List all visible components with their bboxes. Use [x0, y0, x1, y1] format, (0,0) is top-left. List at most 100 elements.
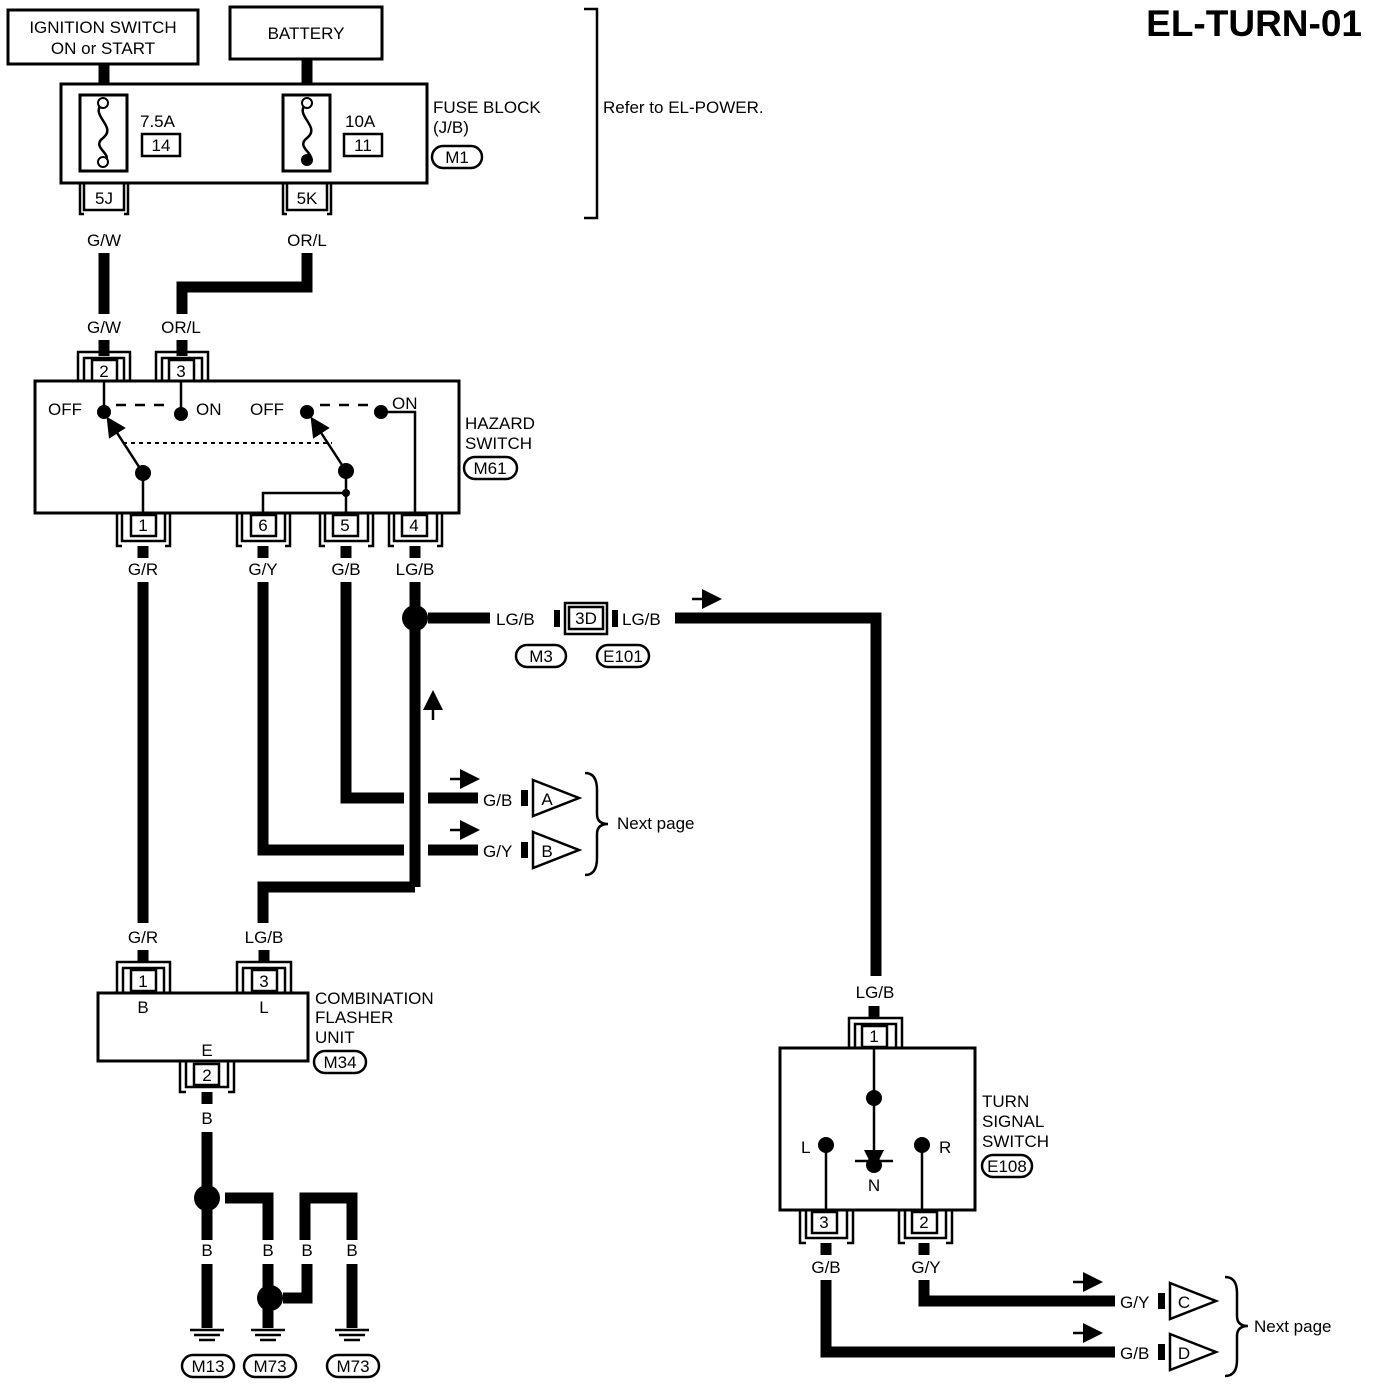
turn-neutral-contact [866, 1157, 882, 1173]
next-page-text-1: Next page [617, 814, 695, 833]
combination-flasher-unit: 1 3 B L E 2 [96, 960, 310, 1094]
ignition-switch-source: IGNITION SWITCH ON or START [6, 8, 200, 66]
turn-common-contact [866, 1090, 882, 1106]
hazard-on-left: ON [196, 400, 222, 419]
ground-badge-3 [325, 1353, 381, 1379]
ground-badge-2 [242, 1353, 298, 1379]
turn-pos-r: R [939, 1138, 951, 1157]
flasher-connector: M34 [323, 1053, 356, 1072]
wire-label-gy-next2: G/Y [1120, 1293, 1149, 1312]
svg-text:B: B [541, 842, 552, 861]
hazard-switch: 2 3 OFF ON OFF ON 1 6 [33, 350, 461, 548]
hazard-off-right: OFF [250, 400, 284, 419]
flasher-label-line2: FLASHER [315, 1008, 393, 1027]
wire-label-gb-upper: G/B [331, 560, 360, 579]
wire-label-gy-next: G/Y [483, 842, 512, 861]
next-page-marker-b: B [531, 830, 583, 870]
battery-label: BATTERY [268, 24, 345, 43]
wire-label-gb-turn: G/B [811, 1258, 840, 1277]
wire-label-b-ground1: B [201, 1241, 212, 1260]
wire-label-b-ground4: B [346, 1241, 357, 1260]
hazard-left-off-contact [97, 405, 111, 419]
hazard-left-on-contact [174, 407, 188, 421]
turn-pos-l: L [801, 1138, 810, 1157]
flasher-label-line1: COMBINATION [315, 989, 434, 1008]
fuse-block-connector-badge [430, 144, 484, 170]
splice-lgb [402, 605, 428, 631]
wire-label-lgb-lower: LG/B [245, 928, 284, 947]
turn-pos-n: N [868, 1176, 880, 1195]
wire-label-gr-lower: G/R [128, 928, 158, 947]
hazard-pin-3: 3 [176, 362, 185, 381]
joint-terminal: 3D [575, 609, 597, 628]
next-page-marker-c: C [1168, 1281, 1220, 1321]
fuse-block-bracket [584, 7, 599, 220]
splice-ground-2 [257, 1285, 283, 1311]
fuse-14-top-terminal [97, 97, 109, 109]
wire-label-b-flasher: B [201, 1109, 212, 1128]
ground-icon [251, 1328, 285, 1342]
fuse-14-bottom-terminal [97, 156, 109, 168]
hazard-pin-5: 5 [340, 516, 349, 535]
hazard-right-off-contact [300, 405, 314, 419]
svg-text:C: C [1178, 1293, 1190, 1312]
diagram-title: EL-TURN-01 [1146, 3, 1362, 44]
fuse-terminal-5k: 5K [297, 189, 318, 208]
hazard-label-line2: SWITCH [465, 434, 532, 453]
fuse-14-rating: 7.5A [140, 112, 176, 131]
splice-ground [194, 1185, 220, 1211]
ignition-label-line2: ON or START [51, 39, 155, 58]
hazard-pin-1: 1 [138, 516, 147, 535]
next-page-bracket-1 [584, 771, 609, 877]
turn-label-line1: TURN [982, 1092, 1029, 1111]
fuse-11-bottom-terminal [301, 154, 313, 166]
next-page-marker-d: D [1168, 1332, 1220, 1372]
turn-label-line2: SIGNAL [982, 1112, 1044, 1131]
fuse-block-connector: M1 [445, 148, 469, 167]
joint-connector-3d: 3D [554, 601, 618, 636]
wire-label-orl-lower: OR/L [161, 318, 201, 337]
turn-label-line3: SWITCH [982, 1132, 1049, 1151]
joint-right-badge [595, 643, 651, 669]
wire-label-gb-next: G/B [483, 791, 512, 810]
turn-connector-badge [980, 1153, 1034, 1179]
wire-label-lgb-turn: LG/B [856, 983, 895, 1002]
fuse-14-number: 14 [152, 136, 171, 155]
hazard-pin-2: 2 [99, 362, 108, 381]
svg-text:D: D [1178, 1344, 1190, 1363]
fuse-block-label-line2: (J/B) [433, 118, 469, 137]
flasher-term-l: L [259, 998, 268, 1017]
flasher-term-e: E [201, 1041, 212, 1060]
wire-label-gb-next2: G/B [1120, 1344, 1149, 1363]
turn-connector: E108 [987, 1157, 1027, 1176]
flasher-label-line3: UNIT [315, 1028, 355, 1047]
fuse-11-number: 11 [354, 136, 372, 155]
hazard-connector-badge [462, 455, 519, 481]
flasher-connector-badge [312, 1049, 368, 1075]
wire-label-b-ground3: B [301, 1241, 312, 1260]
fuse-block: 7.5A 14 10A 11 5J 5K [59, 82, 429, 216]
ground-connector-2: M73 [253, 1357, 286, 1376]
hazard-connector: M61 [473, 459, 506, 478]
wire-label-gw-lower: G/W [87, 318, 121, 337]
wire-label-gy-turn: G/Y [911, 1258, 940, 1277]
next-page-bracket-2 [1224, 1275, 1249, 1378]
turn-pin-2: 2 [919, 1213, 928, 1232]
turn-pin-3: 3 [819, 1213, 828, 1232]
wire-label-lgb-right: LG/B [622, 610, 661, 629]
hazard-pin-6: 6 [258, 516, 267, 535]
ground-connector-1: M13 [191, 1357, 224, 1376]
hazard-on-right: ON [392, 394, 418, 413]
joint-connector-left: M3 [529, 647, 553, 666]
wire-label-lgb-upper: LG/B [396, 560, 435, 579]
svg-text:A: A [541, 790, 553, 809]
ground-icon [335, 1328, 369, 1342]
joint-connector-right: E101 [603, 647, 643, 666]
refer-note: Refer to EL-POWER. [603, 98, 764, 117]
ignition-label-line1: IGNITION SWITCH [29, 18, 176, 37]
wire-label-gw-upper: G/W [87, 231, 121, 250]
hazard-off-left: OFF [48, 400, 82, 419]
next-page-text-2: Next page [1254, 1317, 1332, 1336]
wire-label-gy-upper: G/Y [248, 560, 277, 579]
